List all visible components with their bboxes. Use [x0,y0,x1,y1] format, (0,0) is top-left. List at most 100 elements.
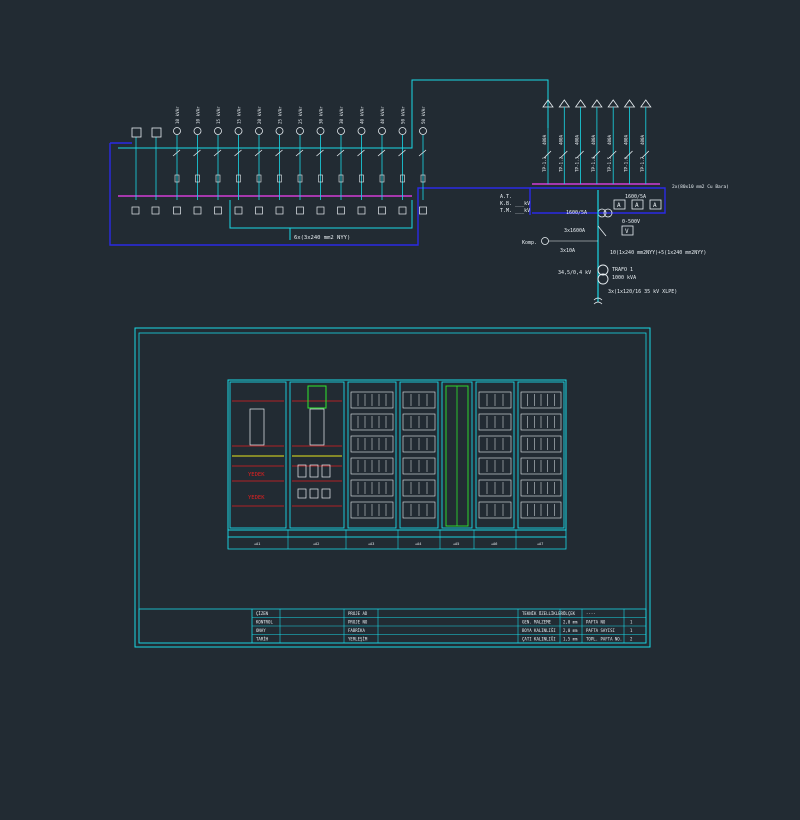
comp-rating-label: 50 kVAr [421,106,426,124]
breaker-icon [543,150,552,159]
mcb-row [520,413,562,431]
mcb-row [520,479,562,497]
terminal-box-icon [131,206,140,215]
mcb-row [520,391,562,409]
capacitor-icon [378,127,386,135]
fuse-icon [297,174,303,183]
contactor-icon [336,149,345,157]
feeder-arrow-icon [623,99,636,108]
bus-cable-label: 6x(3x240 mm2 NYY) [294,235,350,241]
feeder-arrow-icon [640,99,652,108]
capacitor-icon [255,127,263,135]
breaker-module [309,464,319,478]
comp-relay-box [131,127,142,138]
fuse-icon [338,174,344,183]
mcb-row [520,501,562,519]
title-block-cell: 1 [630,628,633,633]
panel-cabinets [229,381,565,529]
contactor-icon [295,149,304,157]
feeder-name-label: TP-1.3 [575,156,580,172]
column-label: +A7 [537,542,543,546]
breaker-module [309,488,319,499]
tm-label: T.M. ___kV [500,208,530,214]
capacitor-icon [214,127,222,135]
spare-label-2: YEDEK [248,495,265,501]
mcb-row [402,457,436,475]
fuse-icon [174,174,180,183]
hv-cable-label: 3x(1x120/16 35 kV XLPE) [608,289,677,295]
mcb-row [478,391,512,409]
contactor-icon [172,149,181,157]
mcb-row [478,457,512,475]
cyan-lower-loop [229,200,413,229]
feeder-arrow-icon [558,99,571,108]
feeder-name-label: TP-1.6 [624,156,629,172]
contactor-icon [213,149,222,157]
breaker-module [321,488,331,499]
terminal-box-icon [173,206,181,215]
breaker-icon [625,150,633,159]
mcb-row [402,435,436,453]
fuse-icon [215,174,221,183]
hv-termination [593,297,603,305]
cabinet-frame [289,381,345,529]
comp-rating-label: 25 kVAr [278,106,283,124]
title-block-cell: FABRİKA [348,628,365,633]
terminal-box-icon [214,206,222,215]
svg-text:V: V [625,228,629,235]
terminal-box-icon [151,206,160,215]
capacitor-icon [234,127,243,135]
terminal-box-icon [234,206,243,215]
title-block-cell: ÇİZEN [256,611,269,616]
column-label: +A6 [491,542,497,546]
capacitor-icon [275,127,284,135]
title-block-cell: ---- [586,611,596,616]
title-block-cell: TOPL. PAFTA NO. [586,637,622,642]
column-label: +A2 [313,542,319,546]
fuse-icon [236,174,241,183]
cabinet-frame [399,381,439,529]
mcb-row [478,479,512,497]
breaker-module [297,488,307,499]
mcb-row [350,457,394,475]
title-block-cell: 1 [630,620,633,625]
fuse-icon [359,174,364,183]
mcb-row [520,457,562,475]
mcb-row [478,435,512,453]
comp-rating-label: 10 kVAr [196,106,201,124]
comp-rating-label: 20 kVAr [257,106,262,124]
fuse-icon [256,174,262,183]
terminal-box-icon [419,206,427,215]
column-label: +A5 [453,542,459,546]
panel-plinth [227,536,567,550]
spare-label-1: YEDEK [248,472,265,478]
title-block-cell: PAFTA NO [586,620,606,625]
mcb-row [520,435,562,453]
contactor-icon [254,149,263,157]
contactor-icon [275,149,283,157]
transformer-ratio: 34,5/0,4 kV [558,270,591,276]
comp-rating-label: 15 kVAr [237,106,242,124]
breaker-icon [560,150,568,159]
cabinet-frame [441,381,473,529]
comp-rating-label: 15 kVAr [216,106,221,124]
fuse-icon [420,174,426,183]
title-block-cell: ÇATI KALINLIĞI [522,637,556,642]
contactor-icon [234,149,242,157]
feeder-arrow-icon [591,99,603,108]
fuse-icon [195,174,200,183]
column-label: +A3 [368,542,374,546]
comp-rating-label: 40 kVAr [360,106,365,124]
kb-label: K.B. ___kV [500,201,530,207]
meter-fuse-label: 3x10A [560,248,575,254]
mcb-row [478,501,512,519]
title-block-cell: PAFTA SAYISI [586,628,615,633]
title-block-cell: TEKNİK ÖZELLİKLER [522,611,564,616]
breaker-icon [608,150,617,159]
contactor-icon [193,149,201,157]
mcb-row [350,413,394,431]
cabinet-frame [475,381,515,529]
busbar-label: 2x(80x10 mm2 Cu Bara) [672,184,729,190]
